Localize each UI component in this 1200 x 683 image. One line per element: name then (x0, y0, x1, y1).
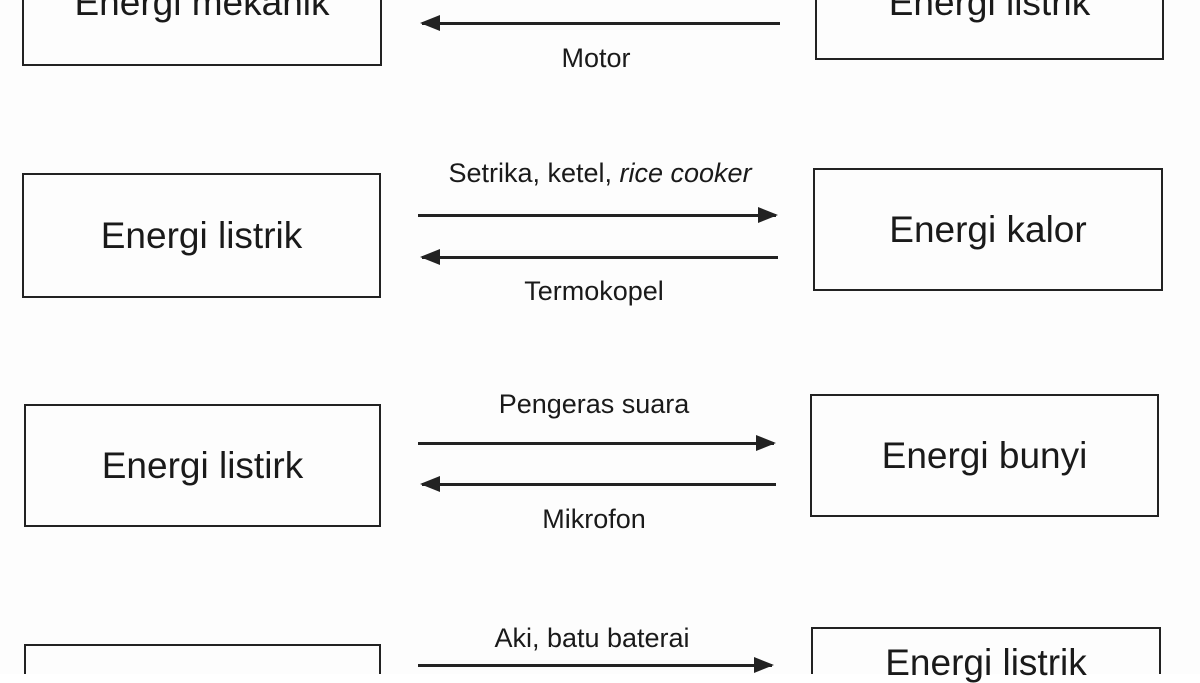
box-energi-bunyi: Energi bunyi (810, 394, 1159, 517)
box-label: Energi mekanik (74, 0, 330, 23)
label-mikrofon: Mikrofon (542, 504, 646, 534)
box-label: Energi kalor (889, 208, 1087, 250)
label-aki: Aki, batu baterai (494, 623, 690, 653)
label-motor: Motor (561, 43, 631, 73)
box-energi-kalor: Energi kalor (813, 168, 1163, 291)
label-termokopel: Termokopel (524, 276, 664, 306)
box-label: Energi listrik (888, 0, 1091, 23)
label-setrika: Setrika, ketel, rice cooker (448, 157, 751, 189)
arrow-right (418, 435, 776, 451)
label-pengeras-suara: Pengeras suara (498, 389, 690, 419)
box-energi-listrik-3: Energi listrik (811, 627, 1161, 683)
arrow-left (420, 15, 780, 31)
box-label: Energi listrik (100, 214, 303, 256)
arrow-right (418, 207, 778, 223)
arrow-left (420, 476, 776, 492)
box-energi-listrik-1: Energi listrik (815, 0, 1164, 60)
box-energi-mekanik: Energi mekanik (22, 0, 382, 66)
box-label: Energi listrik (885, 642, 1087, 683)
label-italic: rice cooker (619, 158, 752, 188)
arrow-right (418, 657, 774, 673)
label-text: Setrika, ketel, (448, 158, 620, 188)
box-energi-listrik-2: Energi listrik (22, 173, 381, 298)
box-label: Energi bunyi (881, 434, 1088, 476)
box-energi-listirk: Energi listirk (24, 404, 381, 527)
arrow-left (420, 249, 778, 265)
box-label: Energi listirk (101, 444, 304, 486)
box-bottom-left (24, 644, 381, 674)
